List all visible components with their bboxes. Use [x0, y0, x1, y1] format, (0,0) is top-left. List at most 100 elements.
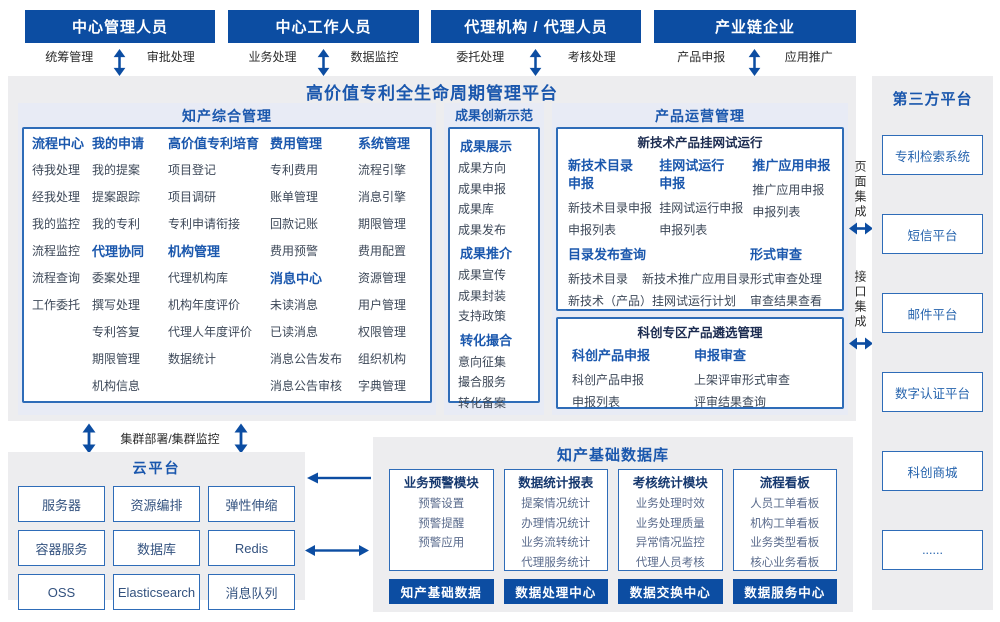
role-header-center-staff: 中心工作人员	[228, 10, 419, 43]
horizontal-double-arrow-icon	[849, 222, 873, 235]
role-actions-agency: 委托处理 考核处理	[431, 46, 641, 76]
cloud-service-box: 弹性伸缩	[208, 486, 295, 522]
role-action-label: 数据监控	[350, 50, 399, 64]
feature-item: 工作委托	[32, 298, 81, 312]
feature-item: 新技术推广应用目录	[642, 272, 751, 286]
platform-title: 高价值专利全生命周期管理平台	[306, 84, 558, 103]
feature-item: 我的提案	[92, 163, 141, 177]
feature-item: 流程监控	[32, 244, 81, 258]
module-item: 业务处理质量	[635, 517, 705, 530]
feature-item: 流程查询	[32, 271, 81, 285]
cloud-service-box: 消息队列	[208, 574, 295, 610]
group-heading: 推广应用申报	[752, 158, 831, 173]
role-action-label: 业务处理	[248, 50, 297, 64]
platform-box: 高价值专利全生命周期管理平台 知产综合管理 流程中心 待我处理经我处理我的监控流…	[8, 76, 856, 421]
feature-item: 我的专利	[92, 217, 141, 231]
module-item: 代理服务统计	[521, 556, 591, 569]
feature-item: 未读消息	[270, 298, 319, 312]
third-party-platform-box: 科创商城	[882, 451, 983, 491]
subbox-title: 科创专区产品遴选管理	[637, 326, 763, 340]
feature-item: 代理人年度评价	[168, 325, 253, 339]
feature-item: 评审结果查询	[694, 395, 767, 409]
module-item: 提案情况统计	[521, 498, 591, 510]
cluster-deploy-label: 集群部署/集群监控	[120, 432, 220, 446]
module-item: 预警设置	[418, 498, 465, 510]
cloud-title: 云平台	[132, 460, 181, 476]
module-process-board: 流程看板 人员工单看板机构工单看板业务类型看板核心业务看板	[732, 469, 837, 571]
group-heading: 机构管理	[168, 244, 221, 259]
feature-item: 科创产品申报	[572, 373, 645, 387]
feature-item: 成果库	[458, 202, 495, 216]
module-business-warning: 业务预警模块 预警设置预警提醒预警应用	[389, 469, 494, 571]
feature-item: 成果发布	[458, 222, 507, 237]
feature-item: 机构年度评价	[168, 298, 241, 312]
feature-item: 待我处理	[32, 163, 81, 177]
feature-item: 挂网试运行申报	[659, 201, 744, 215]
feature-item: 项目登记	[168, 163, 217, 177]
group-new-tech-catalog: 新技术目录申报 新技术目录申报申报列表	[568, 154, 659, 241]
role-action-label: 统筹管理	[45, 50, 94, 64]
module-item: 代理人员考核	[635, 556, 705, 569]
data-platform-box: 知产基础数据库 业务预警模块 预警设置预警提醒预警应用 数据统计报表 提案情况统…	[373, 437, 853, 612]
role-header-center-managers: 中心管理人员	[25, 10, 215, 43]
cloud-service-box: Elasticsearch	[113, 574, 200, 610]
section-title: 产品运营管理	[655, 108, 745, 124]
module-item: 机构工单看板	[750, 517, 820, 530]
feature-item: 申报列表	[659, 223, 708, 237]
interface-integration-label: 接口集成	[853, 270, 867, 330]
feature-item: 专利费用	[270, 163, 319, 177]
ip-management-panel: 流程中心 待我处理经我处理我的监控流程监控流程查询工作委托 我的申请 我的提案提…	[22, 127, 432, 403]
feature-item: 上架评审形式审查	[694, 373, 791, 387]
module-item: 业务类型看板	[750, 537, 820, 549]
feature-item: 撮合服务	[458, 375, 507, 389]
group-promo-declare: 推广应用申报 推广应用申报申报列表	[752, 154, 832, 241]
module-item: 预警应用	[418, 537, 465, 549]
horizontal-double-arrow-icon	[849, 337, 873, 350]
third-party-platform-box: 邮件平台	[882, 293, 983, 333]
group-heading: 我的申请	[92, 136, 145, 151]
feature-item: 账单管理	[270, 190, 319, 204]
feature-item: 新技术目录申报	[568, 201, 653, 215]
feature-item: 字典管理	[358, 379, 407, 393]
section-product-ops: 产品运营管理 新技术产品挂网试运行 新技术目录申报 新技术目录申报申报列表 挂网…	[552, 103, 848, 415]
feature-item: 期限管理	[92, 352, 141, 366]
group-catalog-query: 目录发布查询 新技术目录新技术推广应用目录 新技术（产品）挂网试运行计划	[568, 243, 750, 312]
subbox-title: 新技术产品挂网试运行	[637, 136, 763, 150]
feature-item: 成果宣传	[458, 268, 507, 282]
role-actions-enterprises: 产品申报 应用推广	[654, 46, 856, 76]
feature-item: 机构信息	[92, 379, 141, 393]
role-action-label: 委托处理	[456, 50, 505, 64]
data-center-bar: 数据处理中心	[503, 579, 608, 604]
vertical-double-arrow-icon	[748, 49, 761, 76]
feature-item: 经我处理	[32, 190, 81, 204]
feature-item: 费用预警	[270, 244, 319, 258]
feature-item: 专利申请衔接	[168, 217, 241, 231]
group-heading: 科创产品申报	[572, 348, 651, 363]
vertical-double-arrow-icon	[234, 423, 248, 454]
feature-item: 我的监控	[32, 217, 81, 231]
feature-item: 专利答复	[92, 325, 141, 339]
feature-item: 申报列表	[752, 205, 801, 219]
page-integration-label: 页面集成	[853, 160, 867, 220]
third-party-platform-box: 专利检索系统	[882, 135, 983, 175]
sidebar-title: 第三方平台	[892, 91, 973, 108]
feature-item: 推广应用申报	[752, 183, 825, 197]
group-heading: 流程中心	[32, 136, 85, 151]
data-platform-modules: 业务预警模块 预警设置预警提醒预警应用 数据统计报表 提案情况统计办理情况统计业…	[389, 469, 837, 571]
feature-item: 流程引擎	[358, 163, 407, 177]
feature-item: 审查结果查看	[750, 294, 823, 308]
feature-item: 提案跟踪	[92, 190, 141, 204]
group-heading: 新技术目录申报	[568, 158, 634, 191]
vertical-double-arrow-icon	[317, 49, 330, 76]
group-heading: 成果推介	[460, 246, 513, 261]
third-party-platform-box: ......	[882, 530, 983, 570]
vertical-double-arrow-icon	[82, 423, 96, 454]
column-my-applications: 我的申请 我的提案提案跟踪我的专利 代理协同 委案处理撰写处理专利答复期限管理机…	[92, 130, 168, 400]
trial-run-box: 新技术产品挂网试运行 新技术目录申报 新技术目录申报申报列表 挂网试运行申报 挂…	[556, 127, 844, 311]
group-heading: 费用管理	[270, 136, 323, 151]
data-center-bar: 数据交换中心	[618, 579, 723, 604]
group-heading: 代理协同	[92, 244, 145, 259]
column-system-management: 系统管理 流程引擎消息引擎期限管理费用配置资源管理用户管理权限管理组织机构字典管…	[358, 130, 422, 400]
role-header-enterprises: 产业链企业	[654, 10, 856, 43]
